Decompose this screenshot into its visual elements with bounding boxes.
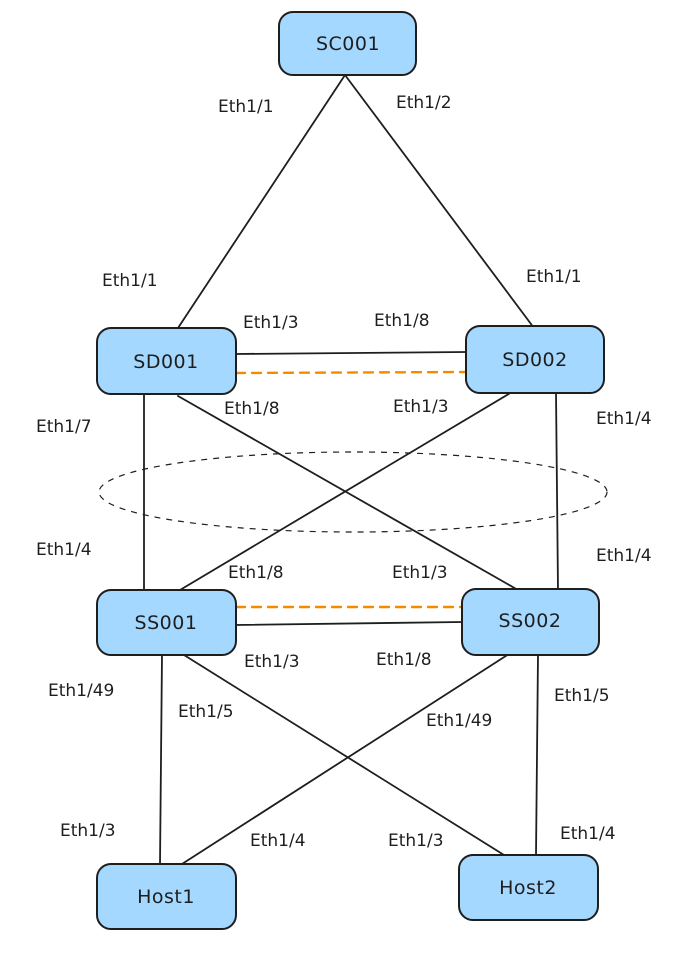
port-label-ss001-peer: Eth1/3: [244, 652, 300, 672]
node-sd001-label: SD001: [133, 351, 198, 373]
node-sd002-label: SD002: [502, 349, 567, 371]
node-ss001[interactable]: SS001: [96, 589, 237, 656]
link-sd001-sd002: [235, 351, 467, 355]
node-sd001[interactable]: SD001: [96, 327, 237, 395]
port-label-sd002-peer: Eth1/8: [374, 311, 430, 331]
link-sc001-sd001: [177, 74, 346, 329]
port-label-ss002-from-sd002: Eth1/4: [596, 546, 652, 566]
port-labels: Eth1/1 Eth1/2 Eth1/1 Eth1/1 Eth1/3 Eth1/…: [36, 93, 652, 851]
port-label-host2-from-ss002: Eth1/4: [560, 824, 616, 844]
node-host2-box: [458, 854, 599, 921]
port-label-ss002-to-host2: Eth1/5: [554, 686, 610, 706]
port-label-host2-from-ss001: Eth1/3: [388, 831, 444, 851]
port-label-sd002-to-ss002: Eth1/4: [596, 409, 652, 429]
port-label-host1-from-ss002: Eth1/4: [250, 831, 306, 851]
node-sd001-box: [96, 327, 237, 395]
port-label-ss002-to-host1: Eth1/49: [426, 711, 492, 731]
port-label-sd002-to-ss001: Eth1/3: [393, 397, 449, 417]
port-label-ss001-from-sd001: Eth1/4: [36, 540, 92, 560]
link-sc001-sd002: [344, 74, 535, 329]
node-host1-label: Host1: [137, 886, 195, 908]
link-ss002-host1: [181, 651, 513, 865]
distribution-group-ellipse: [98, 451, 608, 533]
port-label-ss002-peer: Eth1/8: [376, 650, 432, 670]
port-label-sd002-uplink: Eth1/1: [526, 267, 582, 287]
node-host1[interactable]: Host1: [96, 863, 237, 930]
link-ss001-ss002: [235, 621, 463, 626]
link-sd001-ss002: [177, 395, 519, 591]
node-ss002-box: [461, 588, 600, 656]
port-label-host1-from-ss001: Eth1/3: [60, 821, 116, 841]
node-sc001-label: SC001: [316, 33, 380, 55]
peer-link-sd001-sd002: [234, 370, 468, 375]
node-sd002[interactable]: SD002: [465, 325, 605, 394]
node-ss001-box: [96, 589, 237, 656]
node-host2[interactable]: Host2: [458, 854, 599, 921]
port-label-sc001-to-sd001: Eth1/1: [218, 97, 274, 117]
link-ss002-host2: [535, 654, 539, 856]
port-label-ss001-from-sd002: Eth1/8: [228, 563, 284, 583]
port-label-ss002-from-sd001: Eth1/3: [392, 563, 448, 583]
link-ss001-host2: [183, 654, 505, 856]
link-sd002-ss001: [179, 391, 513, 591]
port-label-ss001-to-host2: Eth1/5: [178, 702, 234, 722]
link-ss001-host1: [159, 654, 163, 865]
node-sc001-box: [278, 11, 417, 76]
node-ss002[interactable]: SS002: [461, 588, 600, 656]
node-host1-box: [96, 863, 237, 930]
port-label-sd001-uplink: Eth1/1: [102, 271, 158, 291]
node-host2-label: Host2: [499, 877, 557, 899]
port-label-sd001-peer: Eth1/3: [243, 313, 299, 333]
port-label-ss001-to-host1: Eth1/49: [48, 681, 114, 701]
node-ss002-label: SS002: [499, 610, 562, 632]
links: [143, 74, 559, 865]
node-sc001[interactable]: SC001: [278, 11, 417, 76]
port-label-sd001-to-ss001: Eth1/7: [36, 417, 92, 437]
port-label-sd001-to-ss002: Eth1/8: [224, 399, 280, 419]
node-ss001-label: SS001: [135, 612, 198, 634]
port-label-sc001-to-sd002: Eth1/2: [396, 93, 452, 113]
link-sd002-ss002: [555, 392, 559, 591]
node-sd002-box: [465, 325, 605, 394]
